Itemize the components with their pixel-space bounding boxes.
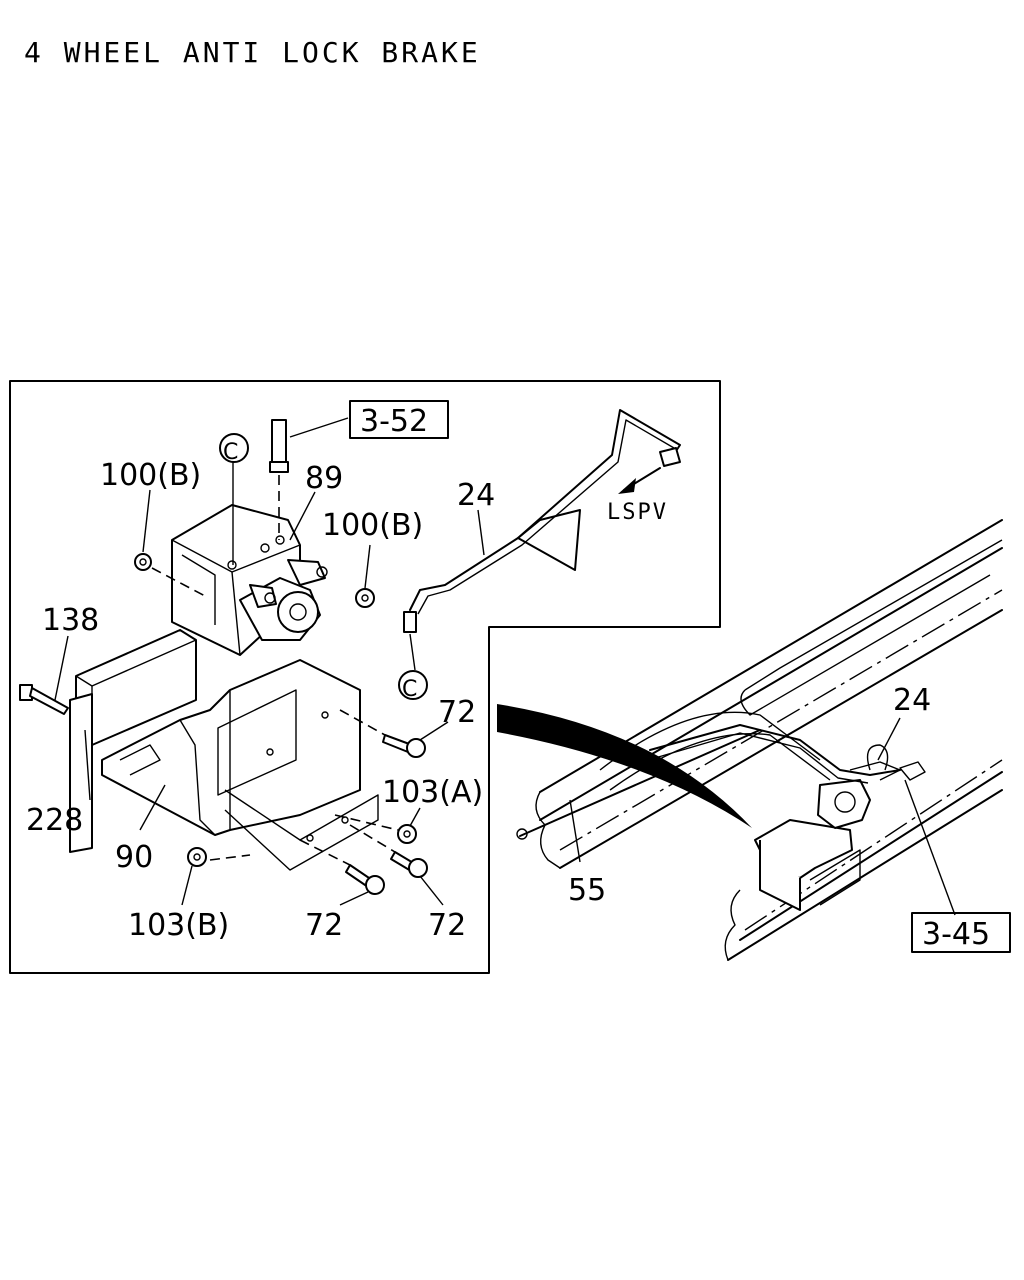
connector-c-top-label: C xyxy=(223,440,238,465)
leader-lines xyxy=(54,417,956,916)
bolt-72-right xyxy=(349,824,428,878)
ref-label-3-52: 3-52 xyxy=(360,404,428,439)
nut-100b-right xyxy=(355,588,375,608)
callout-72-mid[interactable]: 72 xyxy=(305,908,343,943)
bolt-72-mid xyxy=(299,839,385,895)
detail-inset-frame xyxy=(9,380,721,974)
chassis-frame xyxy=(516,519,1003,961)
callout-24-frame[interactable]: 24 xyxy=(893,683,931,718)
callout-103a[interactable]: 103(A) xyxy=(382,775,483,810)
connector-c-bottom-label: C xyxy=(402,677,417,702)
detail-pointer-arrow xyxy=(497,704,752,828)
callout-72-right[interactable]: 72 xyxy=(428,908,466,943)
connector-c-bottom-circle xyxy=(398,670,428,700)
callout-lspv: LSPV xyxy=(607,500,668,525)
bracket-90 xyxy=(101,659,379,871)
bracket-228 xyxy=(69,629,197,853)
callout-24-inset[interactable]: 24 xyxy=(457,478,495,513)
diagram-title: 4 WHEEL ANTI LOCK BRAKE xyxy=(24,36,481,69)
nut-103a xyxy=(334,814,417,844)
ref-box-3-52[interactable] xyxy=(349,400,449,439)
callout-100b-left[interactable]: 100(B) xyxy=(100,458,201,493)
ref-label-3-45: 3-45 xyxy=(922,917,990,952)
bolt-89 xyxy=(269,419,289,540)
callout-138[interactable]: 138 xyxy=(42,603,99,638)
brake-pipe-24 xyxy=(403,409,681,633)
connector-c-top-circle xyxy=(219,433,249,463)
callout-103b[interactable]: 103(B) xyxy=(128,908,229,943)
callout-90[interactable]: 90 xyxy=(115,840,153,875)
nut-103b xyxy=(187,847,251,867)
callout-228[interactable]: 228 xyxy=(26,803,83,838)
callout-89[interactable]: 89 xyxy=(305,461,343,496)
callout-55[interactable]: 55 xyxy=(568,873,606,908)
callout-100b-right[interactable]: 100(B) xyxy=(322,508,423,543)
nut-100b-left xyxy=(134,553,206,597)
callout-72-top[interactable]: 72 xyxy=(438,695,476,730)
ref-box-3-45[interactable] xyxy=(911,912,1011,953)
bolt-72-top xyxy=(339,709,426,758)
bolt-138 xyxy=(19,684,69,715)
abs-hydraulic-unit xyxy=(171,504,328,656)
